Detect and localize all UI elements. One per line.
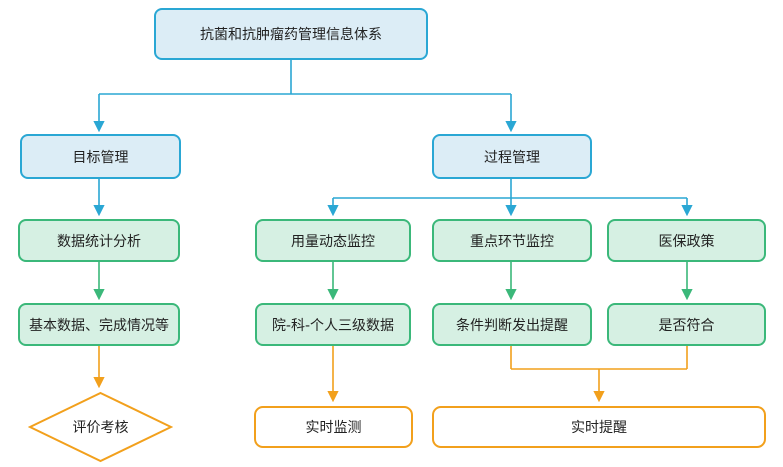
data-statistics-node: 数据统计分析 <box>18 219 180 262</box>
goal-management-node: 目标管理 <box>20 134 181 179</box>
three-level-data-node: 院-科-个人三级数据 <box>255 303 411 346</box>
process-management-node: 过程管理 <box>432 134 592 179</box>
realtime-reminder-node: 实时提醒 <box>432 406 766 448</box>
basic-data-node: 基本数据、完成情况等 <box>18 303 180 346</box>
key-link-monitoring-node: 重点环节监控 <box>432 219 592 262</box>
root-node: 抗菌和抗肿瘤药管理信息体系 <box>154 8 428 60</box>
root-connector <box>93 60 517 133</box>
condition-alert-node: 条件判断发出提醒 <box>432 303 592 346</box>
compliance-node: 是否符合 <box>607 303 766 346</box>
realtime-monitoring-node: 实时监测 <box>254 406 413 448</box>
process-connector <box>327 179 693 217</box>
evaluation-label: 评价考核 <box>72 420 129 436</box>
evaluation-diamond-shape <box>28 391 173 463</box>
evaluation-node: 评价考核 <box>28 391 173 463</box>
merge-connector <box>510 346 688 403</box>
insurance-policy-node: 医保政策 <box>607 219 766 262</box>
dosage-monitoring-node: 用量动态监控 <box>255 219 411 262</box>
